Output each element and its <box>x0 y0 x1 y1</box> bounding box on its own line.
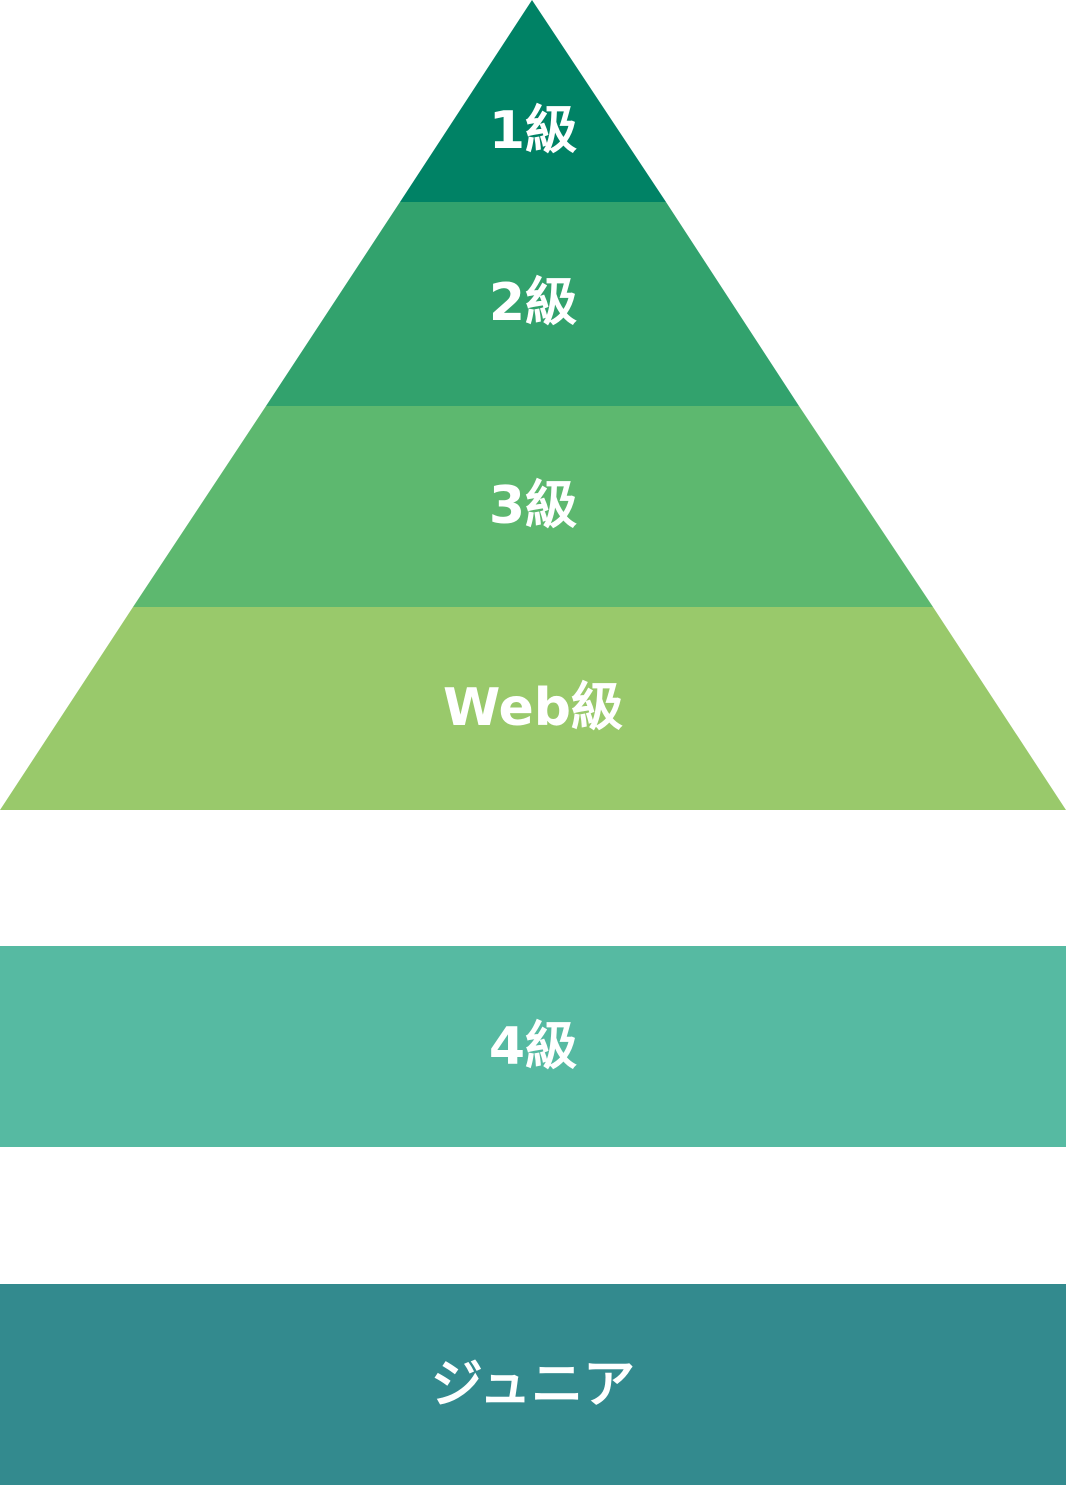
tier-3-label: 3級 <box>489 476 577 536</box>
tier-web-shape <box>0 607 1066 810</box>
tier-2-label: 2級 <box>489 273 577 333</box>
level-4-band: 4級 <box>0 946 1066 1147</box>
tier-3-shape <box>133 406 933 607</box>
pyramid-diagram: 1級 2級 3級 Web級 <box>0 0 1066 810</box>
tier-1-shape <box>400 0 666 202</box>
junior-band: ジュニア <box>0 1284 1066 1485</box>
junior-label: ジュニア <box>430 1354 636 1415</box>
tier-web-label: Web級 <box>443 678 623 738</box>
tier-1-label: 1級 <box>489 101 577 161</box>
tier-2-shape <box>266 202 799 406</box>
level-4-label: 4級 <box>488 1016 578 1077</box>
